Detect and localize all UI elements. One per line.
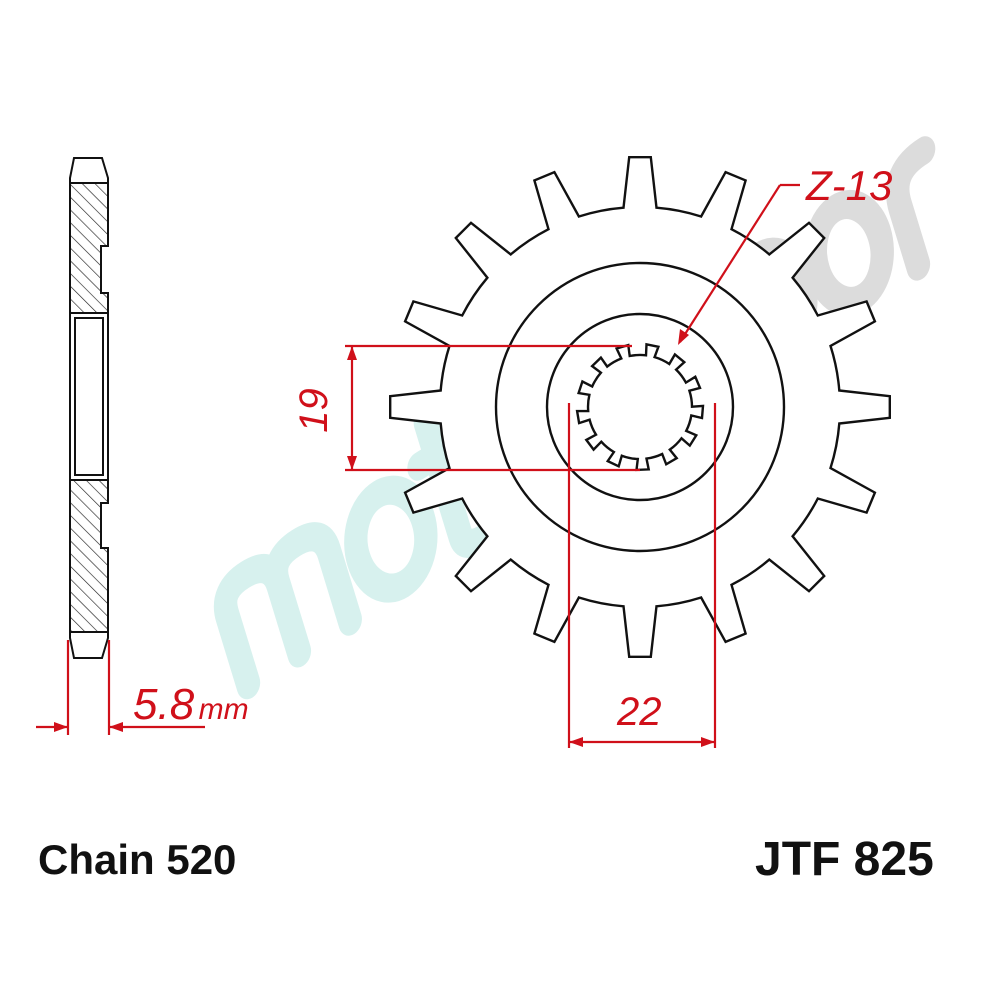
spline-count-label: Z-13 <box>806 162 893 209</box>
sprocket-front-view <box>389 156 891 658</box>
thickness-value: 5.8 <box>133 680 195 729</box>
inner-diameter-label: 19 <box>291 388 336 433</box>
thickness-unit: mm <box>198 693 249 726</box>
part-number: JTF 825 <box>755 833 934 886</box>
thickness-label: 5.8 mm <box>133 680 249 730</box>
spline-bore-outline <box>575 342 705 472</box>
hub-inner-circle <box>545 312 735 502</box>
dimension-lines <box>36 183 800 748</box>
hub-outer-circle <box>494 261 786 553</box>
side-section-view <box>69 157 109 659</box>
chain-label: Chain 520 <box>38 836 237 883</box>
outer-spline-diameter-label: 22 <box>617 690 662 734</box>
